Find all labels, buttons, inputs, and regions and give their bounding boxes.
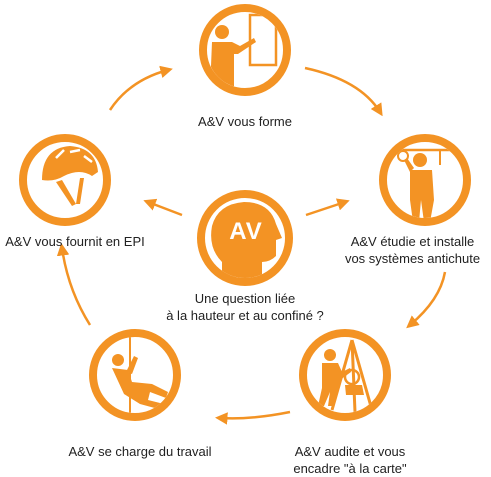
step-label-audit: A&V audite et vous encadre "à la carte" [275,443,425,477]
arrow-left-to-top [108,65,173,111]
arrow-bottom-right-to-bottom-left [215,410,291,425]
step-label-work: A&V se charge du travail [55,443,225,460]
av-logo-text: AV [229,218,263,245]
cycle-arrows [56,65,447,425]
step-label-line: A&V vous forme [198,114,292,129]
arrow-bottom-left-to-left [56,243,92,326]
step-label-line: A&V se charge du travail [68,444,212,459]
step-label-training: A&V vous forme [170,113,320,130]
arrow-center-to-right [305,198,350,217]
step-label-equipment: A&V vous fournit en EPI [0,233,150,250]
step-label-installation: A&V étudie et installe vos systèmes anti… [330,233,491,267]
center-question: Une question liée à la hauteur et au con… [145,290,345,324]
step-label-line: A&V audite et vous [294,444,406,459]
tripod-rescue-icon [299,329,391,421]
safety-helmet-icon [19,134,111,226]
arrow-right-to-bottom-right [406,271,447,329]
center-question-line: Une question liée [194,291,296,306]
trainer-board-icon [199,4,291,96]
arrow-top-to-right [304,66,383,117]
step-label-line: encadre "à la carte" [293,461,407,476]
av-head-icon [197,190,293,286]
lifeline-worker-icon [379,134,471,226]
step-label-line: vos systèmes antichute [344,251,481,266]
step-label-line: A&V vous fournit en EPI [5,234,145,249]
rope-access-worker-icon [89,329,181,421]
step-label-line: A&V étudie et installe [350,234,475,249]
center-question-line: à la hauteur et au confiné ? [166,308,324,323]
arrow-center-to-left [143,198,183,217]
